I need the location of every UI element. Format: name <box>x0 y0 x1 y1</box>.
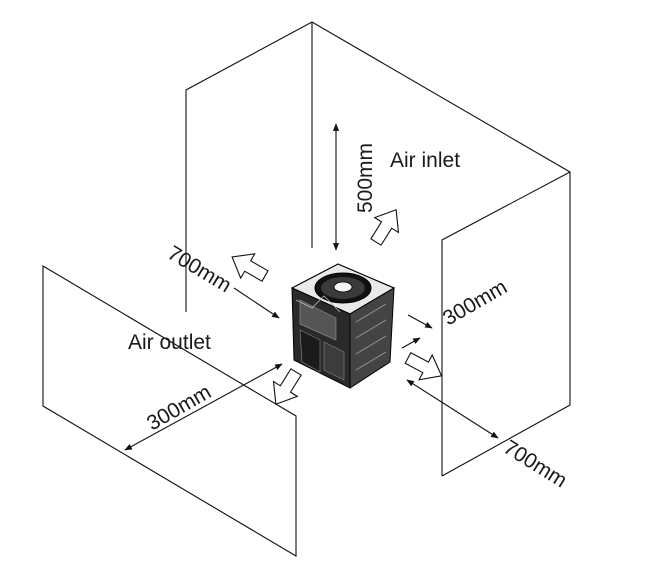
right-front-clearance-label: 700mm <box>499 436 571 493</box>
rear-wall <box>185 21 571 477</box>
right-front-clearance-dimension <box>406 379 499 439</box>
right-side-clearance-label: 300mm <box>439 275 511 330</box>
air-outlet-arrow-icon <box>272 368 302 405</box>
left-rear-clearance-dimension <box>233 287 280 319</box>
heat-pump-unit-icon <box>290 263 396 389</box>
front-clearance-label: 300mm <box>143 380 215 435</box>
front-clearance-dimension <box>124 363 283 451</box>
rear-inlet-arrow-icon <box>231 253 269 282</box>
air-inlet-arrow-icon <box>370 209 400 246</box>
top-clearance-label: 500mm <box>354 143 377 213</box>
right-side-clearance-dimension <box>401 314 433 349</box>
air-inlet-label: Air inlet <box>390 149 460 172</box>
left-rear-clearance-label: 700mm <box>163 242 235 298</box>
front-wall <box>42 265 297 557</box>
air-outlet-label: Air outlet <box>128 331 211 354</box>
side-outlet-arrow-icon <box>404 351 443 381</box>
